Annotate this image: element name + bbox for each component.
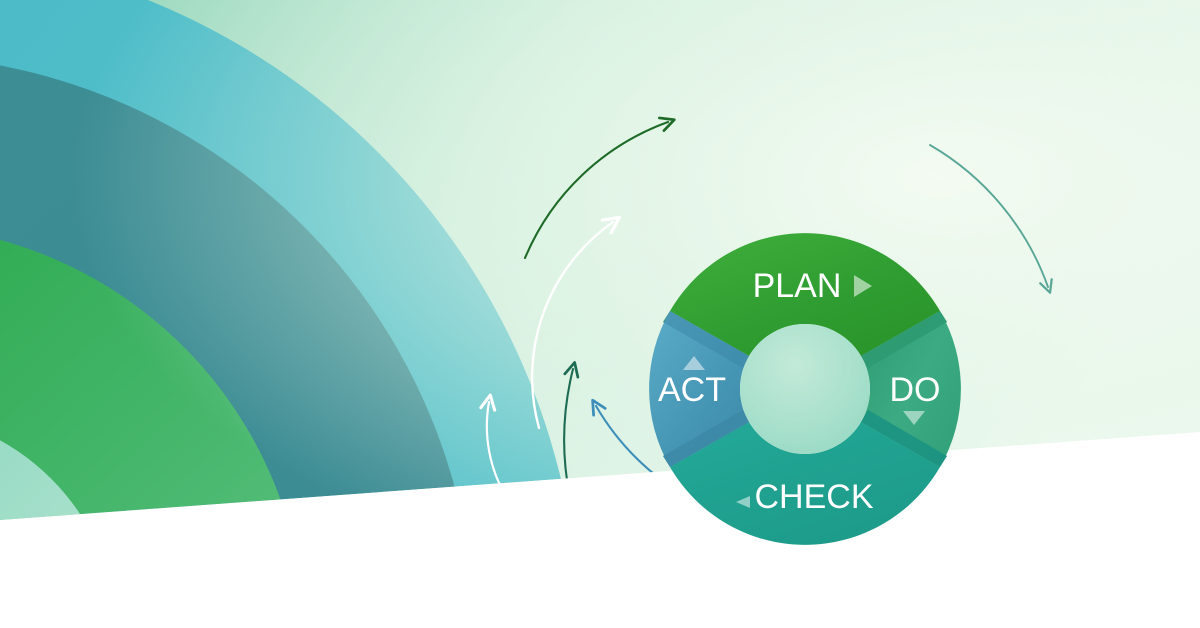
wheel-segment-plan-shape [670, 233, 940, 356]
wheel-segment-check-label: CHECK [754, 478, 873, 516]
pdca-wheel: PLAN DO CHECK [649, 233, 961, 545]
wheel-segment-plan-label: PLAN [753, 267, 842, 305]
wheel-segment-do-label: DO [890, 371, 941, 409]
wheel-segment-act[interactable]: ACT [649, 311, 749, 467]
arc-teal-right-arrow [929, 144, 1053, 294]
wheel-segment-check-bevel-right [861, 410, 947, 467]
arrow-right-triangle-icon [854, 275, 872, 297]
wheel-segment-act-label: ACT [658, 371, 726, 409]
arrow-left-triangle-icon [736, 496, 750, 508]
arc-right-group [929, 144, 1053, 294]
arc-dark-green-outer-arrow [523, 116, 676, 260]
arc-white-arrow [531, 215, 621, 430]
arrow-down-triangle-icon [903, 411, 925, 425]
wheel-segment-check-shape [670, 422, 940, 545]
arrow-up-triangle-icon [683, 356, 705, 370]
wheel-hub [740, 324, 870, 454]
wheel-segment-act-bevel-bottom [663, 410, 749, 467]
wheel-segment-act-bevel-top [663, 311, 749, 368]
wheel-segment-do-bevel-top [861, 311, 947, 368]
